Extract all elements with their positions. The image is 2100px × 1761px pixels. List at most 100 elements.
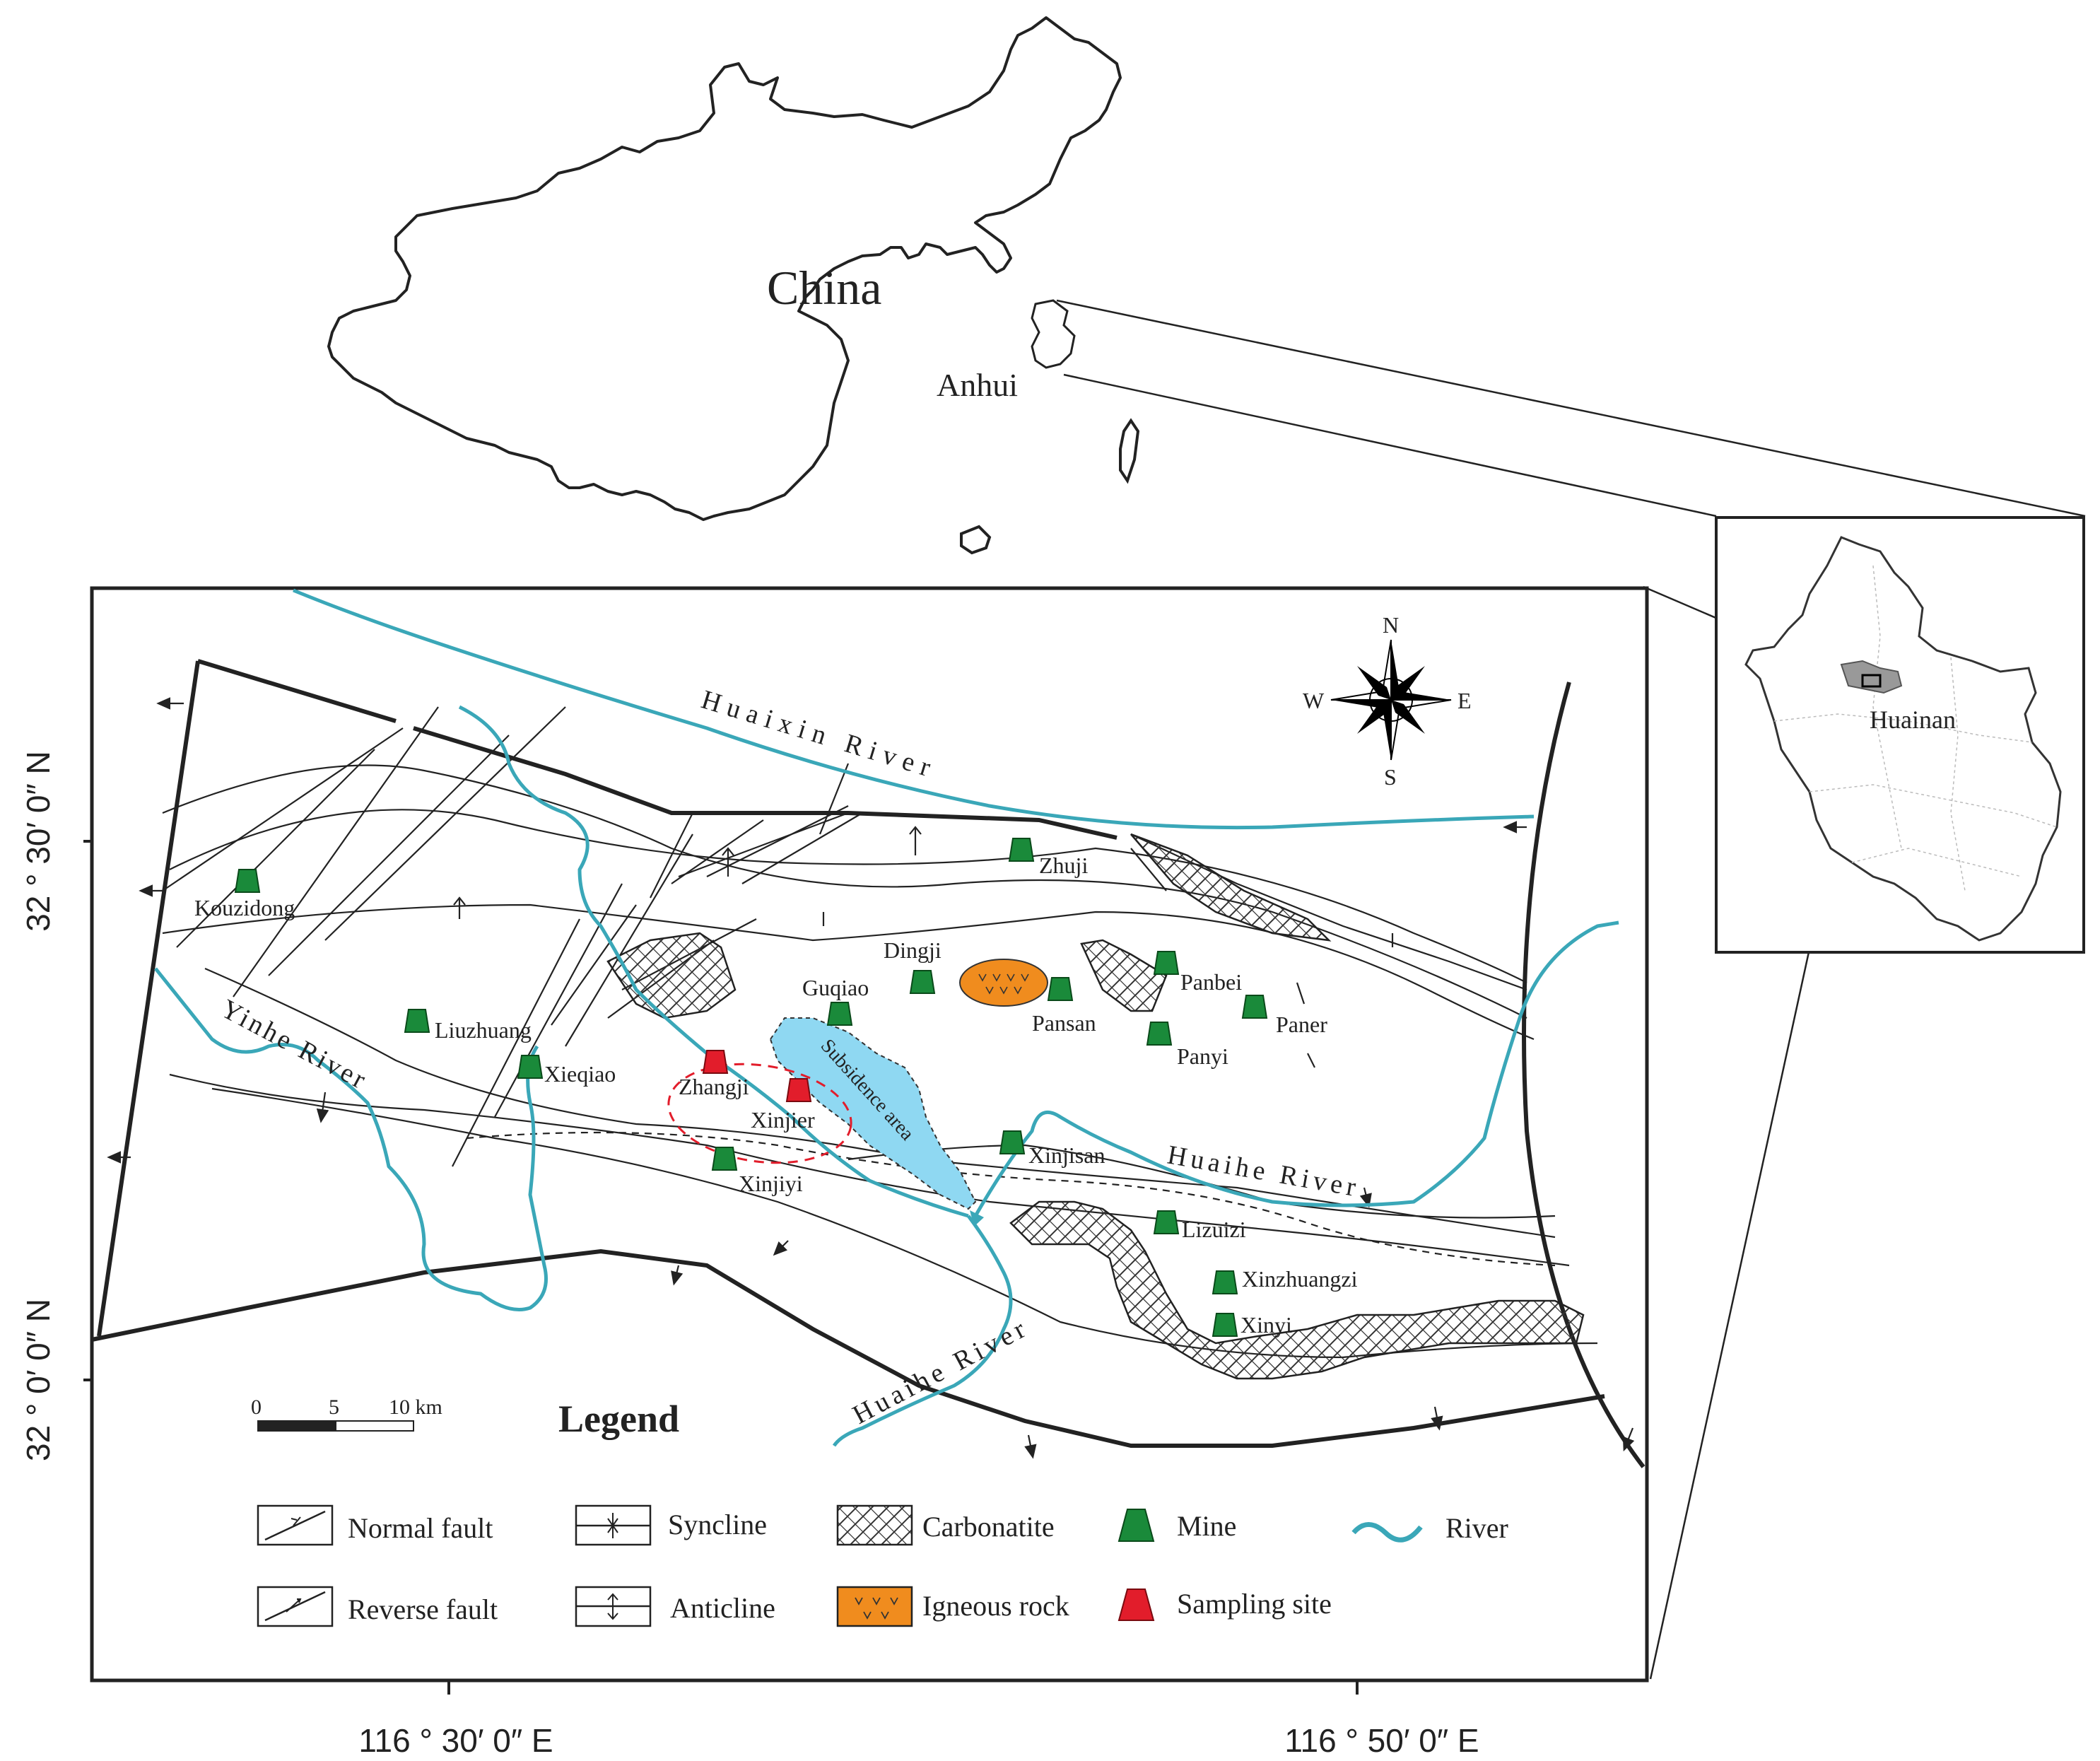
legend-sampling-icon [1118,1589,1155,1621]
mine-icon-xieqiao [517,1055,544,1079]
mine-label-kouzidong: Kouzidong [194,895,295,920]
mine-guqiao: Guqiao [802,975,869,1026]
legend-river-icon [1351,1522,1423,1543]
legend-title: Legend [558,1398,679,1440]
river-confluence [970,1210,984,1227]
mine-icon-paner [1241,995,1268,1019]
mine-icon-guqiao [826,1002,853,1026]
scale-10: 10 km [389,1396,442,1419]
mine-icon-kouzidong [234,869,261,893]
mine-paner: Paner [1241,995,1327,1037]
mine-label-liuzhuang: Liuzhuang [435,1017,532,1043]
scale-0: 0 [251,1396,262,1419]
mine-lizuizi: Lizuizi [1153,1210,1246,1242]
lon-label-left: 116 ° 30′ 0″ E [358,1722,553,1759]
mine-xinjier: Xinjier [751,1078,815,1133]
lon-label-right: 116 ° 50′ 0″ E [1284,1722,1479,1759]
legend-sampling: Sampling site [1118,1588,1332,1621]
mine-icon-xinyi [1212,1313,1238,1337]
yinhe-river [458,705,969,1218]
legend-reverse-fault-label: Reverse fault [348,1593,498,1625]
legend: Legend Normal fault Reverse fault Syncli… [257,1398,1508,1627]
igneous-v-marks [978,973,1029,995]
legend-river: River [1351,1512,1508,1544]
sampling-site-icon-xinjier [785,1078,812,1102]
mine-icon-xinjiyi [711,1147,738,1171]
mine-label-xieqiao: Xieqiao [544,1061,616,1087]
mine-panbei: Panbei [1153,951,1242,995]
mine-label-panbei: Panbei [1180,969,1242,995]
legend-igneous: Igneous rock [836,1586,1069,1627]
igneous-rock-body [959,959,1048,1007]
anhui-outline-small [1031,299,1076,369]
mine-icon-dingji [909,970,936,994]
fold-arrow-ticks [453,826,1394,1068]
mine-zhangji: Zhangji [679,1050,749,1099]
huaihe-river-east [973,920,1619,1217]
mine-label-zhuji: Zhuji [1039,853,1088,878]
legend-anticline-label: Anticline [670,1592,775,1624]
mine-label-zhangji: Zhangji [679,1074,749,1099]
legend-carbonatite: Carbonatite [836,1504,1055,1546]
legend-reverse-fault: Reverse fault [257,1586,498,1627]
mine-label-xinjisan: Xinjisan [1028,1142,1105,1168]
sampling-site-icon-zhangji [702,1050,729,1074]
mine-label-paner: Paner [1276,1012,1327,1037]
lat-label-top: 32 ° 30′ 0″ N [20,751,57,932]
mine-label-xinzhuangzi: Xinzhuangzi [1242,1266,1358,1292]
anhui-inset-map: Huainan [1715,516,2085,954]
north-arrow-compass: N S E W [1303,612,1472,790]
mine-icon-pansan [1047,977,1074,1001]
legend-mine: Mine [1118,1509,1236,1542]
mine-label-xinjier: Xinjier [751,1107,815,1133]
mine-xinjisan: Xinjisan [999,1130,1105,1168]
compass-e: E [1457,688,1472,713]
sampling-area-outline [667,1063,852,1164]
compass-w: W [1303,688,1325,713]
china-outline [327,16,1122,521]
anhui-province-outline [1744,536,2062,942]
mine-icon-xinjisan [999,1130,1026,1154]
mine-label-xinyi: Xinyi [1240,1312,1292,1338]
mine-label-lizuizi: Lizuizi [1182,1217,1246,1242]
scale-bar: 0 5 10 km [251,1396,442,1432]
mine-xinjiyi: Xinjiyi [711,1147,803,1196]
legend-normal-fault-label: Normal fault [348,1512,493,1544]
legend-mine-icon [1118,1509,1155,1542]
legend-sampling-label: Sampling site [1177,1588,1332,1620]
legend-syncline: Syncline [575,1504,767,1546]
china-inset-map: China Anhui [327,16,1140,555]
mine-xinzhuangzi: Xinzhuangzi [1212,1266,1358,1294]
taiwan-island [1119,418,1140,484]
mine-label-pansan: Pansan [1032,1010,1096,1036]
mine-icon-lizuizi [1153,1210,1180,1234]
mine-xinyi: Xinyi [1212,1312,1292,1338]
legend-syncline-label: Syncline [668,1509,767,1540]
scale-bar-white [335,1420,414,1432]
mine-zhuji: Zhuji [1008,838,1088,878]
compass-s: S [1384,764,1397,790]
legend-river-label: River [1445,1512,1508,1544]
mine-label-dingji: Dingji [884,937,942,963]
legend-normal-fault: Normal fault [257,1504,493,1546]
mine-label-panyi: Panyi [1177,1043,1228,1069]
mine-liuzhuang: Liuzhuang [404,1009,532,1043]
mine-pansan: Pansan [1032,977,1096,1036]
huaihe-river-south [832,1215,1013,1447]
mine-panyi: Panyi [1146,1022,1228,1069]
rivers [154,588,1619,1447]
mine-icon-xinzhuangzi [1212,1270,1238,1294]
hainan-island [960,525,992,555]
mine-xieqiao: Xieqiao [517,1055,616,1087]
mine-icon-zhuji [1008,838,1035,862]
legend-carbonatite-label: Carbonatite [922,1511,1055,1543]
china-label: China [767,261,881,315]
scale-5: 5 [329,1396,339,1419]
mine-dingji: Dingji [884,937,942,994]
boundary-faults [91,659,1646,1468]
legend-igneous-label: Igneous rock [922,1590,1069,1622]
mine-kouzidong: Kouzidong [194,869,295,920]
carbonatite-zones [606,833,1585,1380]
